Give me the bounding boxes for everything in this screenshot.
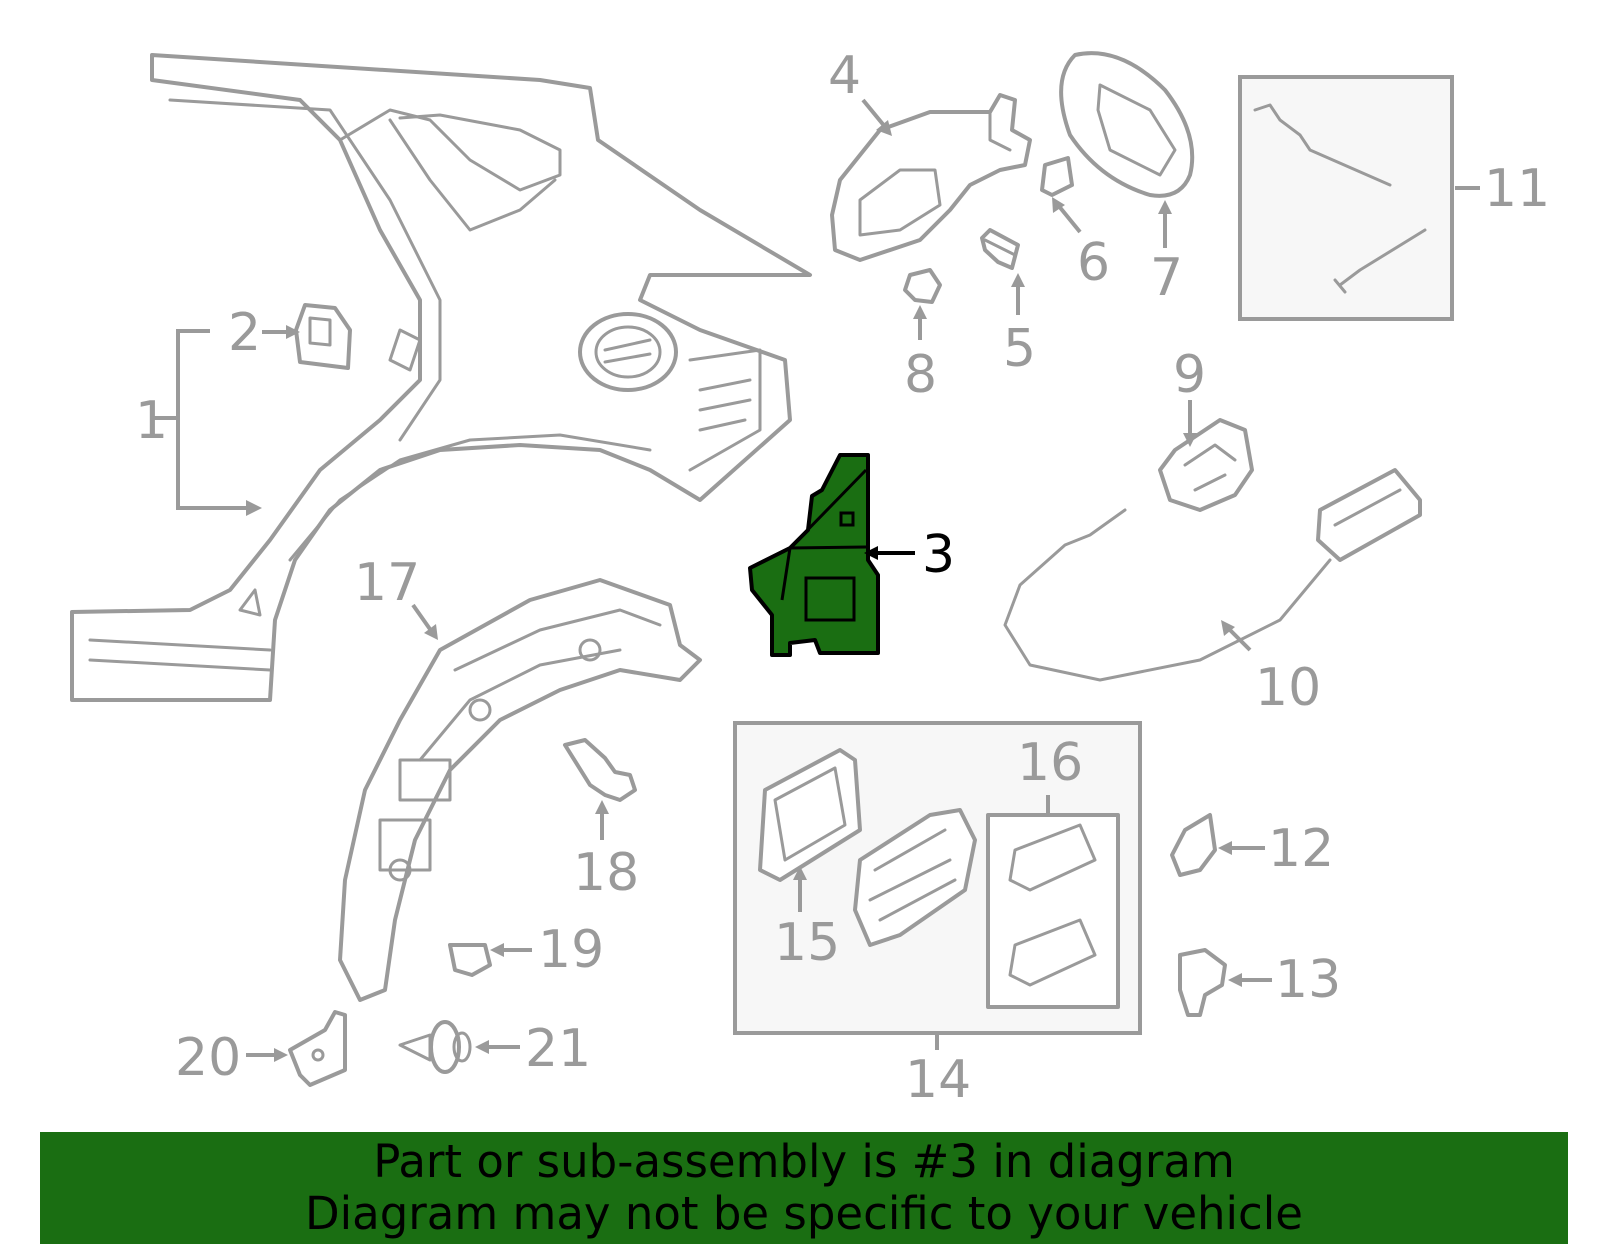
part-2-clip[interactable] bbox=[294, 303, 352, 370]
callout-8: 8 bbox=[904, 345, 937, 405]
part-8-push-pin[interactable] bbox=[903, 268, 942, 304]
callout-14: 14 bbox=[905, 1050, 971, 1110]
callout-15: 15 bbox=[774, 913, 840, 973]
part-18-push-clip[interactable] bbox=[563, 738, 637, 802]
part-5-bolt[interactable] bbox=[980, 228, 1020, 270]
callout-9: 9 bbox=[1173, 345, 1206, 405]
part-4-fuel-housing[interactable] bbox=[830, 93, 1032, 262]
part-14-assembly-box[interactable] bbox=[733, 721, 1142, 1035]
callout-6: 6 bbox=[1077, 233, 1110, 293]
part-20-bracket[interactable] bbox=[288, 1010, 347, 1087]
callout-2: 2 bbox=[228, 303, 261, 363]
callout-5: 5 bbox=[1003, 319, 1036, 379]
callout-16: 16 bbox=[1017, 733, 1083, 793]
callout-1: 1 bbox=[135, 391, 168, 451]
callout-3: 3 bbox=[922, 525, 955, 585]
part-11-cable-kit-box[interactable] bbox=[1238, 75, 1454, 321]
callout-13: 13 bbox=[1275, 950, 1341, 1010]
callout-20: 20 bbox=[175, 1028, 241, 1088]
part-17-wheelhouse-liner[interactable] bbox=[338, 578, 702, 1002]
callout-17: 17 bbox=[354, 553, 420, 613]
callout-7: 7 bbox=[1150, 248, 1183, 308]
callout-12: 12 bbox=[1268, 819, 1334, 879]
banner-line-1: Part or sub-assembly is #3 in diagram bbox=[373, 1135, 1235, 1188]
callout-10: 10 bbox=[1255, 658, 1321, 718]
part-12-clip[interactable] bbox=[1170, 813, 1217, 877]
callout-11: 11 bbox=[1484, 159, 1550, 219]
part-3-highlighted-bracket[interactable] bbox=[748, 453, 880, 657]
part-21-grommet[interactable] bbox=[398, 1020, 472, 1074]
part-1-quarter-panel[interactable] bbox=[70, 53, 812, 702]
part-19-nut[interactable] bbox=[448, 943, 492, 977]
callout-21: 21 bbox=[525, 1019, 591, 1079]
callout-4: 4 bbox=[828, 46, 861, 106]
info-banner: Part or sub-assembly is #3 in diagram Di… bbox=[40, 1132, 1568, 1244]
callout-18: 18 bbox=[573, 843, 639, 903]
part-9-latch[interactable] bbox=[1158, 418, 1254, 512]
part-7-fuel-door[interactable] bbox=[1059, 51, 1195, 198]
callout-19: 19 bbox=[538, 920, 604, 980]
banner-line-2: Diagram may not be specific to your vehi… bbox=[305, 1187, 1303, 1240]
part-6-clip[interactable] bbox=[1040, 156, 1074, 197]
part-13-clip[interactable] bbox=[1178, 948, 1227, 1017]
